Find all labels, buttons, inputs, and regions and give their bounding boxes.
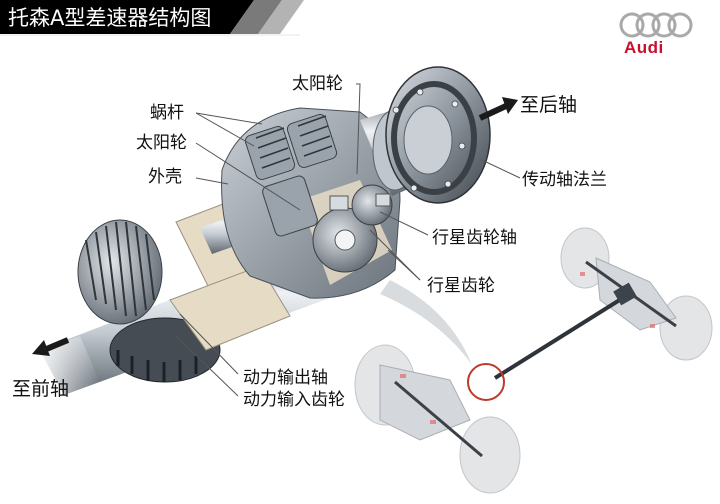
label-sun-gear-top: 太阳轮 — [292, 74, 343, 94]
label-housing: 外壳 — [148, 167, 182, 187]
label-to-rear-axle: 至后轴 — [520, 94, 578, 116]
power-output-gear — [109, 317, 221, 383]
title-banner — [0, 0, 304, 36]
label-planet-gear-shaft: 行星齿轮轴 — [432, 228, 517, 248]
page-title: 托森A型差速器结构图 — [8, 6, 212, 30]
label-worm: 蜗杆 — [150, 103, 184, 123]
differential-housing — [221, 107, 401, 299]
label-power-input-gear: 动力输入齿轮 — [243, 390, 345, 410]
label-driveshaft-flange: 传动轴法兰 — [522, 170, 607, 190]
label-power-output-shaft: 动力输出轴 — [243, 368, 328, 388]
driveshaft-flange — [385, 66, 491, 204]
chassis-inset — [354, 227, 713, 494]
label-to-front-axle: 至前轴 — [12, 378, 70, 400]
to-rear-arrow-icon — [478, 97, 518, 121]
to-front-arrow-icon — [32, 337, 70, 356]
leader-lines — [175, 83, 521, 397]
center-differential-highlight — [467, 363, 505, 401]
four-rings-icon — [619, 12, 693, 38]
connector-swoosh — [380, 280, 472, 365]
label-planet-gear: 行星齿轮 — [427, 276, 495, 296]
label-sun-gear-left: 太阳轮 — [136, 133, 187, 153]
power-input-gear — [77, 219, 163, 325]
brand-name: Audi — [624, 38, 664, 57]
